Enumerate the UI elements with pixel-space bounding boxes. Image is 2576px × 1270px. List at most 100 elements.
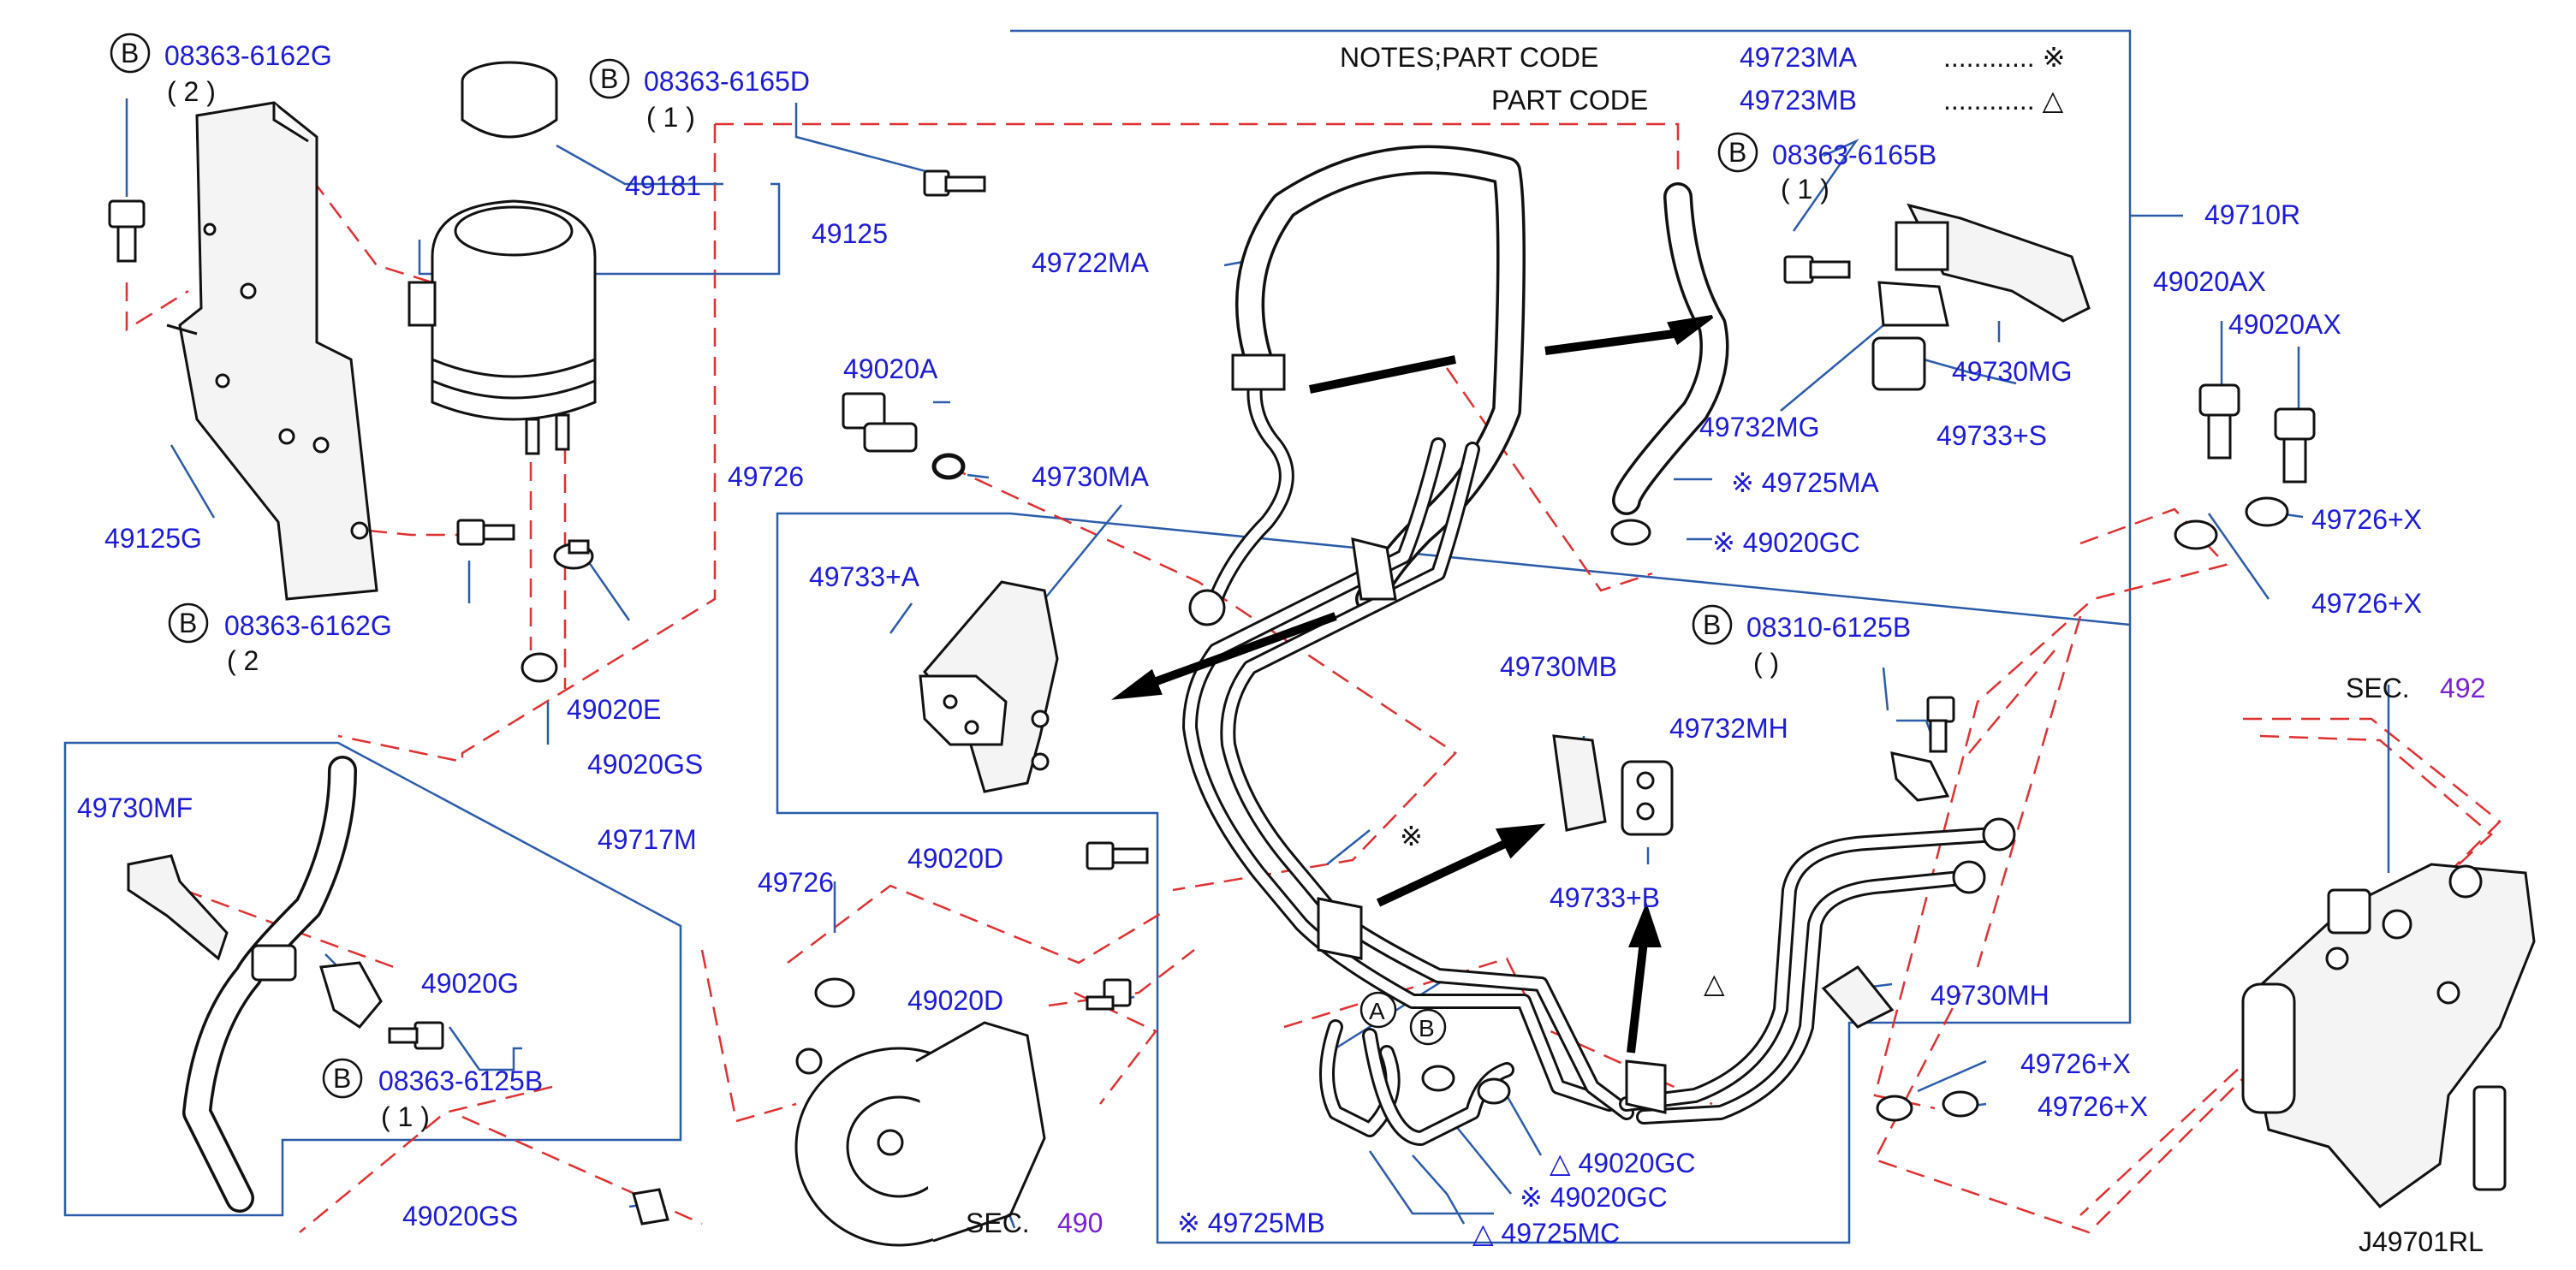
label-49726X-2: 49726+X (2311, 588, 2422, 619)
label-49733B: 49733+B (1550, 882, 1660, 913)
label-49020GC-top: ※ 49020GC (1712, 527, 1860, 558)
cushion-49733B (1621, 760, 1674, 836)
label-49020GC-star: ※ 49020GC (1520, 1182, 1668, 1213)
bracket-49730MG (1895, 203, 2091, 323)
bolt-08363-6165D (923, 169, 986, 197)
clamps-49020GC-lower (1421, 1065, 1511, 1105)
sec-pump-number: 490 (1057, 1208, 1103, 1238)
label-49710R: 49710R (2204, 199, 2300, 230)
badge-letter-b-4: B (179, 608, 197, 638)
label-49726X-4: 49726+X (2038, 1091, 2148, 1122)
label-49020GC-tri: △ 49020GC (1550, 1148, 1695, 1178)
part-labels: 49181 49125 49722MA 49710R 49020AX 49020… (77, 170, 2422, 1249)
label-49125G: 49125G (104, 523, 202, 554)
washers-49726X (933, 454, 2289, 1122)
notes-block: NOTES;PART CODE 49723MA ............ ※ P… (1340, 42, 2065, 116)
bolt-08363-6162G-mid (456, 519, 515, 546)
qty-08310-6125B: ( ) (1753, 648, 1779, 679)
frame-49710R (776, 29, 2183, 1244)
label-08363-6162G-top: 08363-6162G (164, 40, 332, 71)
callout-circles-hose (1359, 991, 1447, 1046)
steering-gear (2241, 863, 2536, 1209)
clamp-49732MH (1890, 751, 1950, 802)
clamp-49020E (553, 539, 594, 570)
qty-08363-6162G-mid: ( 2 (227, 645, 259, 676)
qty-08363-6125B: ( 1 ) (381, 1101, 430, 1132)
diagram-id: J49701RL (2359, 1226, 2484, 1257)
bolt-49020AX-2 (2274, 407, 2316, 484)
label-08363-6165B: 08363-6165B (1772, 139, 1936, 170)
qty-08363-6165B: ( 1 ) (1781, 174, 1829, 205)
label-49730MH: 49730MH (1931, 980, 2049, 1011)
notes-line1-symbol: ............ ※ (1943, 42, 2065, 73)
label-49730MG: 49730MG (1952, 356, 2073, 387)
sec-pump-label: SEC. (966, 1208, 1030, 1238)
label-49020GS-2: 49020GS (402, 1201, 518, 1231)
label-49020AX-1: 49020AX (2153, 266, 2266, 297)
bolt-08310-6125B (1926, 696, 1955, 753)
label-49726X-3: 49726+X (2020, 1048, 2131, 1079)
hose-letter-a: A (1369, 998, 1385, 1024)
power-steering-pump (794, 1021, 1046, 1247)
label-49020AX-2: 49020AX (2228, 309, 2341, 340)
hose-49717M (182, 756, 357, 1213)
triangle-mark-pipe: △ (1704, 968, 1725, 999)
label-49733S: 49733+S (1936, 420, 2047, 451)
washer-49726-low (814, 977, 855, 1008)
qty-08363-6165D: ( 1 ) (646, 102, 695, 133)
label-49732MG: 49732MG (1699, 412, 1820, 442)
notes-line2-prefix: PART CODE (1491, 85, 1648, 116)
hose-49725MA (1612, 182, 1729, 515)
hose-49725MB (1319, 1019, 1401, 1137)
label-49730MF: 49730MF (77, 792, 193, 823)
badge-letter-b-2: B (600, 63, 618, 94)
label-49726-low: 49726 (758, 867, 834, 898)
assembly-frames (63, 29, 2183, 1244)
callout-labels: 08363-6162G ( 2 ) 08363-6165D ( 1 ) 0836… (164, 40, 1936, 1132)
label-49717M: 49717M (598, 824, 697, 855)
qty-08363-6162G-top: ( 2 ) (167, 76, 216, 107)
label-49020GS-1: 49020GS (587, 749, 703, 780)
label-49725MA: ※ 49725MA (1731, 467, 1879, 498)
label-49722MA: 49722MA (1032, 247, 1150, 278)
cushion-49733S (1871, 336, 1926, 391)
label-49726X-1: 49726+X (2311, 504, 2422, 535)
section-references: SEC. 490 SEC. 492 J49701RL (966, 673, 2485, 1257)
label-08310-6125B: 08310-6125B (1746, 612, 1911, 643)
hose-49722MA (1188, 145, 1526, 626)
label-08363-6162G-mid: 08363-6162G (224, 610, 392, 641)
bolt-08363-6165B (1783, 255, 1851, 284)
bracket-49730MF (127, 854, 229, 961)
notes-line1-prefix: NOTES;PART CODE (1340, 42, 1598, 73)
bolt-49020D-1 (1086, 841, 1149, 870)
label-08363-6165D: 08363-6165D (644, 66, 810, 97)
pipe-set-lower (1619, 817, 2016, 1125)
badge-letter-b-3: B (1728, 137, 1746, 168)
badge-letter-b-1: B (121, 38, 139, 68)
label-49020G: 49020G (421, 968, 519, 999)
cushion-49733A (919, 674, 1008, 746)
hose-letter-b: B (1419, 1015, 1435, 1042)
label-49732MH: 49732MH (1669, 713, 1788, 744)
label-49733A: 49733+A (809, 561, 920, 592)
sec-gear-number: 492 (2440, 673, 2485, 703)
clamp-49020G (319, 961, 383, 1029)
label-49020D-2: 49020D (907, 985, 1003, 1016)
label-49730MA: 49730MA (1032, 461, 1150, 492)
bracket-49730MB (1552, 734, 1607, 832)
label-49020A: 49020A (843, 353, 938, 384)
star-mark-pipe: ※ (1400, 821, 1423, 852)
frame-49717M (63, 741, 682, 1217)
direction-arrows (1111, 315, 1714, 1053)
reservoir-bracket (166, 101, 378, 601)
reservoir-tank (408, 199, 597, 455)
sec-gear-label: SEC. (2346, 673, 2410, 703)
bolt-08363-6125B (388, 1021, 444, 1050)
badge-letter-b-5: B (333, 1063, 351, 1094)
reservoir-cap (461, 61, 558, 139)
bolt-08363-6162G-top (108, 199, 146, 263)
notes-line1-code: 49723MA (1740, 42, 1858, 73)
pipe-set-upper (1182, 437, 1634, 1120)
clamp-49732MG (1877, 281, 1949, 327)
